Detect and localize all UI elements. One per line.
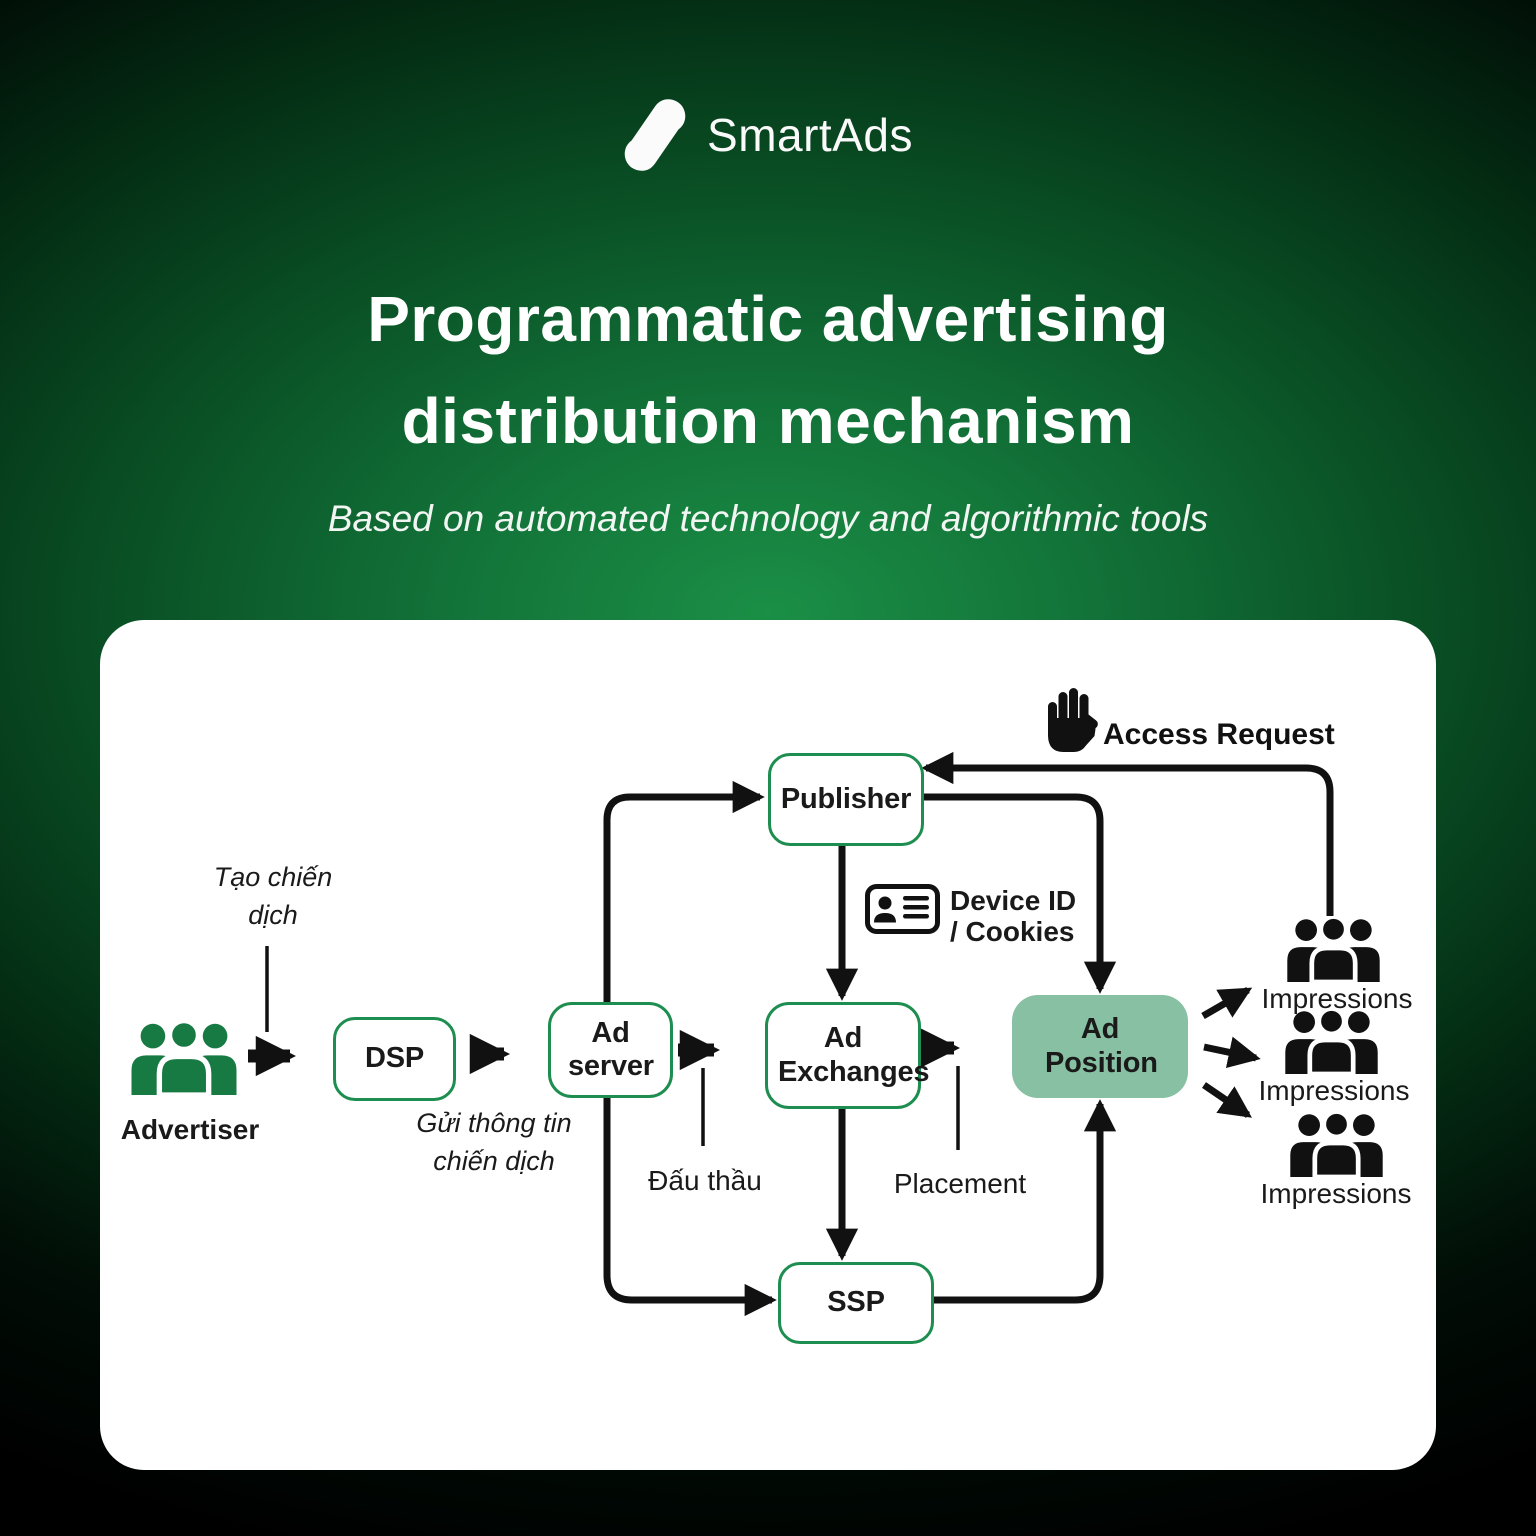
- brand-logo: SmartAds: [0, 92, 1536, 178]
- node-ad-server-label: Ad server: [568, 1016, 654, 1082]
- diagram-connectors: [100, 688, 1436, 1317]
- device-id-line2: / Cookies: [950, 916, 1075, 947]
- impressions-people-icon-3: [1290, 1111, 1382, 1177]
- arrow-adposition-to-impressions-3: [1202, 1082, 1252, 1118]
- impressions-people-icon-1: [1287, 916, 1379, 982]
- label-leader-lines: [265, 946, 960, 1150]
- id-card-icon: [865, 884, 940, 934]
- impressions-people-icon-2: [1285, 1008, 1377, 1074]
- title-line2: distribution mechanism: [401, 385, 1135, 457]
- node-ssp-label: SSP: [827, 1286, 885, 1319]
- advertiser-people-icon: [132, 1021, 237, 1095]
- bidding-label: Đấu thầu: [648, 1165, 762, 1196]
- placement-label: Placement: [893, 1168, 1027, 1199]
- line-access-request: [921, 751, 1334, 920]
- access-request-label: Access Request: [1103, 718, 1335, 751]
- line-adserver-to-publisher: [603, 780, 765, 1004]
- diagram-card: DSP Ad server Publisher Ad Exchanges Ad …: [100, 620, 1436, 1470]
- node-ad-position-label: Ad Position: [1045, 1013, 1158, 1079]
- node-ad-exchanges: Ad Exchanges: [765, 1002, 930, 1109]
- create-campaign-label: Tạo chiến dịch: [213, 862, 333, 930]
- node-ssp: SSP: [778, 1262, 934, 1344]
- send-campaign-info-label: Gửi thông tin chiến dịch: [416, 1108, 572, 1176]
- flow-arrows-thick: [248, 1027, 961, 1077]
- impressions-label-2: Impressions: [1258, 1075, 1410, 1106]
- node-dsp-label: DSP: [364, 1042, 425, 1075]
- node-publisher: Publisher: [768, 753, 924, 846]
- node-ad-exchanges-label: Ad Exchanges: [778, 1022, 930, 1088]
- arrow-adposition-to-impressions-1: [1201, 986, 1253, 1020]
- brand-name: SmartAds: [707, 109, 913, 161]
- page-subtitle: Based on automated technology and algori…: [327, 498, 1209, 539]
- title-line1: Programmatic advertising: [367, 283, 1169, 355]
- page-title: Programmatic advertising distribution me…: [0, 268, 1536, 472]
- advertiser-label: Advertiser: [120, 1114, 260, 1145]
- hand-icon: [1048, 688, 1098, 752]
- node-ad-server: Ad server: [548, 1002, 673, 1098]
- impressions-label-3: Impressions: [1260, 1178, 1412, 1209]
- line-publisher-to-adposition: [918, 793, 1117, 994]
- bolt-icon: [624, 99, 686, 171]
- node-dsp: DSP: [333, 1017, 456, 1101]
- device-id-label: Device ID / Cookies: [950, 885, 1076, 947]
- node-publisher-label: Publisher: [780, 782, 912, 815]
- impressions-label-1: Impressions: [1261, 983, 1413, 1014]
- arrow-adposition-to-impressions-2: [1203, 1036, 1261, 1069]
- flow-connectors: [603, 751, 1334, 1317]
- node-ad-position: Ad Position: [1012, 995, 1188, 1098]
- line-ssp-to-adposition: [928, 1099, 1117, 1304]
- line-adserver-to-ssp: [603, 1096, 777, 1317]
- device-id-line1: Device ID: [950, 885, 1077, 916]
